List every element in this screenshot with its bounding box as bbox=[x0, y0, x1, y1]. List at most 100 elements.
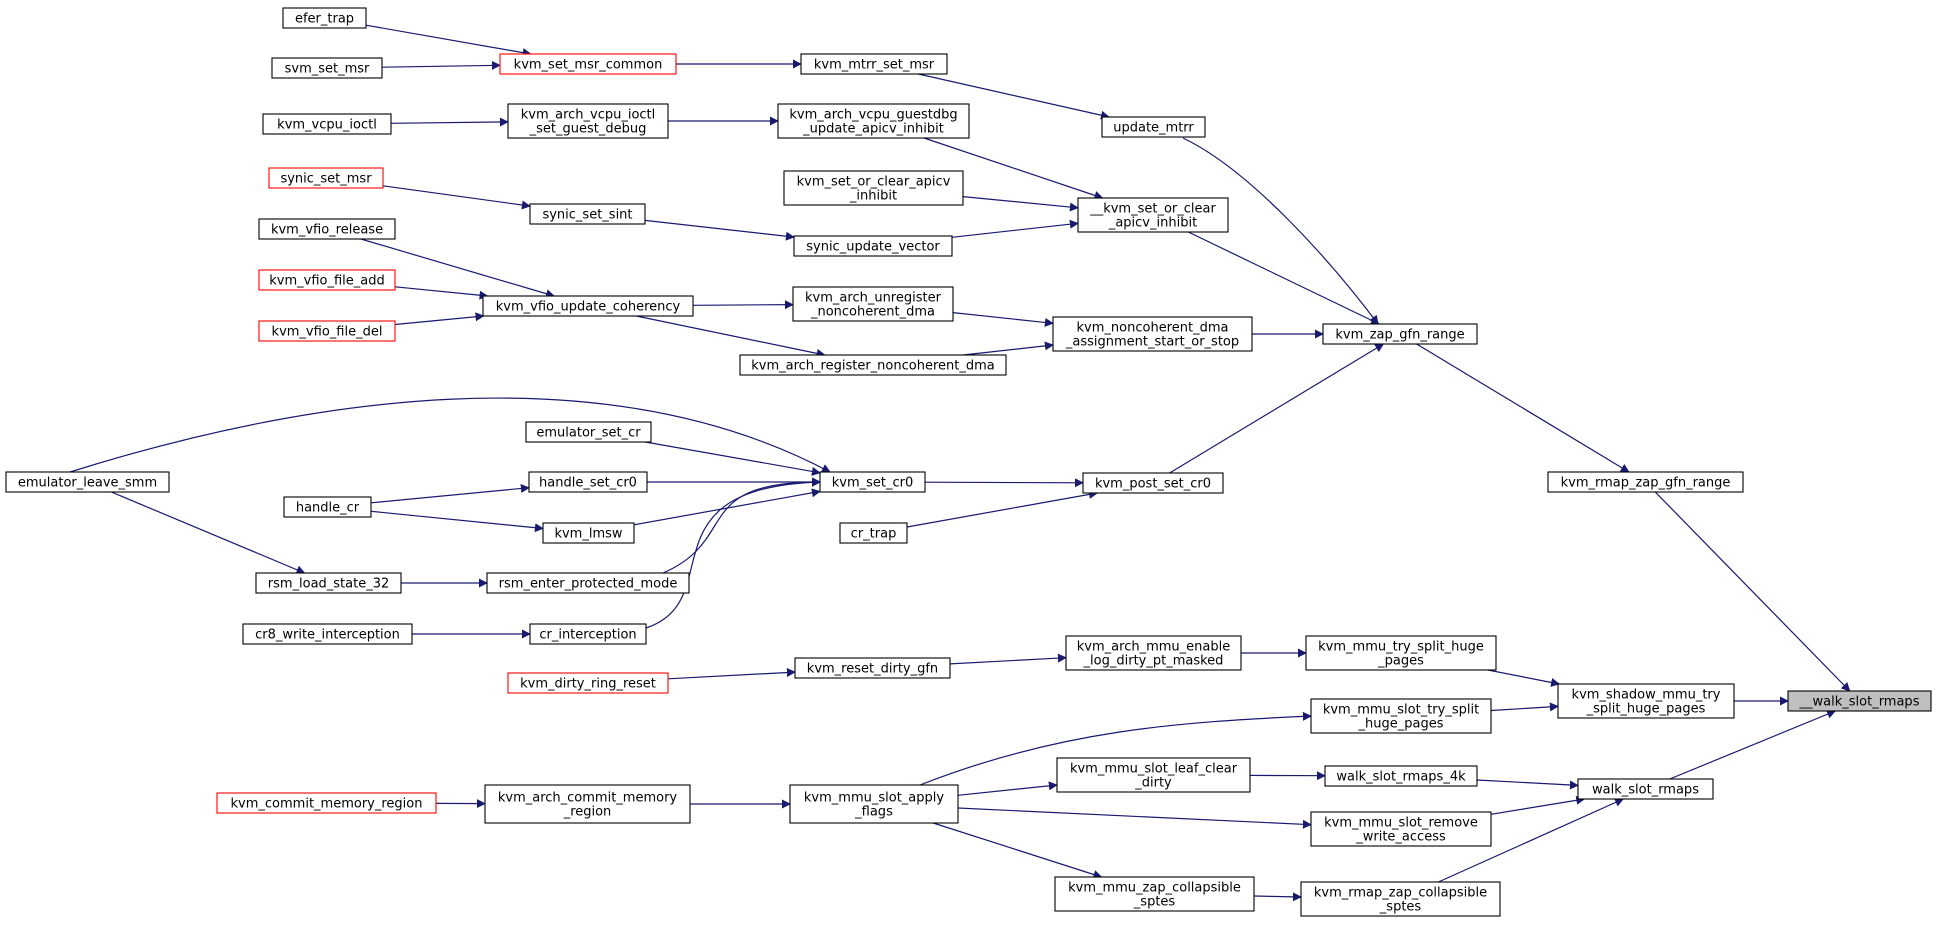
node-label: _split_huge_pages bbox=[1586, 702, 1706, 717]
node-label: cr_trap bbox=[851, 527, 897, 542]
node-label: handle_cr bbox=[296, 501, 360, 516]
node-label: rsm_load_state_32 bbox=[268, 577, 390, 592]
node-kvm-rmap-zap-collapsible-sptes[interactable]: kvm_rmap_zap_collapsible_sptes bbox=[1300, 881, 1501, 917]
node-cr-interception[interactable]: cr_interception bbox=[529, 623, 647, 645]
edge-kvm_arch_vcpu_guestdbg_update_apicv_inhibit-to-__kvm_set_or_clear_apicv_inhibit bbox=[923, 137, 1104, 200]
node-box bbox=[1077, 197, 1229, 233]
node-kvm-arch-register-noncoherent-dma[interactable]: kvm_arch_register_noncoherent_dma bbox=[739, 354, 1007, 376]
edge-kvm_dirty_ring_reset-to-kvm_reset_dirty_gfn bbox=[667, 668, 796, 680]
node-kvm-mmu-slot-remove-write-access[interactable]: kvm_mmu_slot_remove_write_access bbox=[1310, 811, 1492, 847]
node-kvm-vfio-update-coherency[interactable]: kvm_vfio_update_coherency bbox=[482, 295, 694, 317]
node-kvm-commit-memory-region[interactable]: kvm_commit_memory_region bbox=[216, 792, 437, 814]
node-cr8-write-interception[interactable]: cr8_write_interception bbox=[242, 623, 413, 645]
node-box bbox=[507, 103, 669, 139]
node-box bbox=[255, 572, 402, 594]
node-synic-set-msr[interactable]: synic_set_msr bbox=[268, 167, 384, 189]
node-box bbox=[262, 113, 392, 135]
node-box bbox=[484, 784, 691, 824]
node-svm-set-msr[interactable]: svm_set_msr bbox=[271, 57, 383, 79]
node-kvm-mmu-try-split-huge-pages[interactable]: kvm_mmu_try_split_huge_pages bbox=[1305, 635, 1497, 671]
node-handle-cr[interactable]: handle_cr bbox=[283, 496, 372, 518]
node-kvm-arch-commit-memory-region[interactable]: kvm_arch_commit_memory_region bbox=[484, 784, 691, 824]
node-box bbox=[1557, 683, 1735, 719]
node-rsm-enter-protected-mode[interactable]: rsm_enter_protected_mode bbox=[486, 572, 690, 594]
node-label: kvm_set_cr0 bbox=[832, 476, 914, 491]
node-box bbox=[1322, 323, 1478, 345]
node-label: emulator_leave_smm bbox=[18, 476, 157, 491]
node-synic-update-vector[interactable]: synic_update_vector bbox=[793, 235, 953, 257]
node-kvm-dirty-ring-reset[interactable]: kvm_dirty_ring_reset bbox=[507, 672, 669, 694]
edge-kvm_vcpu_ioctl-to-kvm_arch_vcpu_ioctl_set_guest_debug bbox=[390, 117, 509, 127]
node-handle-set-cr0[interactable]: handle_set_cr0 bbox=[528, 471, 648, 493]
node-label: kvm_mmu_slot_remove bbox=[1324, 816, 1478, 831]
node-box bbox=[5, 471, 170, 493]
node-kvm-arch-unregister-noncoherent-dma[interactable]: kvm_arch_unregister_noncoherent_dma bbox=[792, 286, 954, 322]
node-label: _write_access bbox=[1355, 830, 1446, 845]
node-kvm-mmu-slot-try-split-huge-pages[interactable]: kvm_mmu_slot_try_split_huge_pages bbox=[1310, 698, 1492, 734]
node-walk-slot-rmaps[interactable]: walk_slot_rmaps bbox=[1577, 778, 1714, 800]
node-kvm-reset-dirty-gfn[interactable]: kvm_reset_dirty_gfn bbox=[794, 657, 951, 679]
node-label: kvm_vfio_file_add bbox=[269, 274, 385, 289]
node-kvm-zap-gfn-range[interactable]: kvm_zap_gfn_range bbox=[1322, 323, 1478, 345]
node-label: kvm_reset_dirty_gfn bbox=[807, 662, 938, 677]
node-kvm-arch-vcpu-ioctl-set-guest-debug[interactable]: kvm_arch_vcpu_ioctl_set_guest_debug bbox=[507, 103, 669, 139]
node-label: kvm_arch_register_noncoherent_dma bbox=[751, 359, 994, 374]
node-cr-trap[interactable]: cr_trap bbox=[839, 522, 908, 544]
node-kvm-set-cr0[interactable]: kvm_set_cr0 bbox=[819, 471, 926, 493]
edge-kvm_post_set_cr0-to-kvm_zap_gfn_range bbox=[1169, 343, 1385, 474]
node-label: kvm_set_msr_common bbox=[514, 58, 663, 73]
edge-synic_set_sint-to-synic_update_vector bbox=[644, 219, 795, 241]
node-label: kvm_vfio_file_del bbox=[272, 325, 383, 340]
node-label: kvm_post_set_cr0 bbox=[1095, 477, 1211, 492]
node---kvm-set-or-clear-apicv-inhibit[interactable]: __kvm_set_or_clear_apicv_inhibit bbox=[1077, 197, 1229, 233]
node-emulator-set-cr[interactable]: emulator_set_cr bbox=[525, 421, 652, 443]
node-kvm-noncoherent-dma-assignment-start-or-stop[interactable]: kvm_noncoherent_dma_assignment_start_or_… bbox=[1052, 316, 1253, 352]
node-label: kvm_arch_commit_memory bbox=[498, 791, 678, 806]
node-kvm-mmu-slot-apply-flags[interactable]: kvm_mmu_slot_apply_flags bbox=[789, 784, 959, 824]
edge-kvm_mmu_slot_remove_write_access-to-walk_slot_rmaps bbox=[1490, 795, 1586, 815]
node-rsm-load-state-32[interactable]: rsm_load_state_32 bbox=[255, 572, 402, 594]
node-emulator-leave-smm[interactable]: emulator_leave_smm bbox=[5, 471, 170, 493]
edge-kvm_mmu_slot_apply_flags-to-kvm_mmu_slot_remove_write_access bbox=[957, 807, 1312, 829]
node-kvm-rmap-zap-gfn-range[interactable]: kvm_rmap_zap_gfn_range bbox=[1547, 471, 1744, 493]
node-label: _huge_pages bbox=[1358, 717, 1444, 732]
node-kvm-post-set-cr0[interactable]: kvm_post_set_cr0 bbox=[1082, 472, 1224, 494]
node-kvm-mtrr-set-msr[interactable]: kvm_mtrr_set_msr bbox=[800, 53, 948, 75]
node-walk-slot-rmaps-4k[interactable]: walk_slot_rmaps_4k bbox=[1324, 765, 1478, 787]
node-box bbox=[525, 421, 652, 443]
node-kvm-vfio-file-del[interactable]: kvm_vfio_file_del bbox=[258, 320, 396, 342]
edge-handle_cr-to-handle_set_cr0 bbox=[370, 483, 530, 504]
node-label: handle_set_cr0 bbox=[539, 476, 637, 491]
node-kvm-mmu-zap-collapsible-sptes[interactable]: kvm_mmu_zap_collapsible_sptes bbox=[1054, 876, 1255, 912]
node-label: kvm_noncoherent_dma bbox=[1077, 321, 1229, 336]
node-update-mtrr[interactable]: update_mtrr bbox=[1101, 116, 1206, 138]
node-kvm-vfio-file-add[interactable]: kvm_vfio_file_add bbox=[258, 269, 396, 291]
node-label: kvm_vcpu_ioctl bbox=[277, 118, 377, 133]
node-box bbox=[542, 522, 635, 544]
node-label: kvm_mmu_try_split_huge bbox=[1318, 640, 1484, 655]
node-kvm-mmu-slot-leaf-clear-dirty[interactable]: kvm_mmu_slot_leaf_clear_dirty bbox=[1056, 757, 1251, 793]
node-kvm-set-msr-common[interactable]: kvm_set_msr_common bbox=[499, 53, 677, 75]
node-kvm-shadow-mmu-try-split-huge-pages[interactable]: kvm_shadow_mmu_try_split_huge_pages bbox=[1557, 683, 1735, 719]
node-box bbox=[1065, 635, 1242, 671]
node-synic-set-sint[interactable]: synic_set_sint bbox=[529, 203, 646, 225]
node-efer-trap[interactable]: efer_trap bbox=[282, 7, 367, 29]
node-box bbox=[1324, 765, 1478, 787]
edge-svm_set_msr-to-kvm_set_msr_common bbox=[381, 60, 501, 70]
edge-emulator_leave_smm-to-rsm_load_state_32 bbox=[111, 491, 306, 575]
node-walk-slot-rmaps-root[interactable]: __walk_slot_rmaps bbox=[1787, 690, 1932, 712]
node-label: kvm_rmap_zap_collapsible bbox=[1314, 886, 1487, 901]
node-box bbox=[783, 170, 964, 206]
node-kvm-lmsw[interactable]: kvm_lmsw bbox=[542, 522, 635, 544]
node-kvm-set-or-clear-apicv-inhibit[interactable]: kvm_set_or_clear_apicv_inhibit bbox=[783, 170, 964, 206]
node-box bbox=[1577, 778, 1714, 800]
node-box bbox=[499, 53, 677, 75]
node-kvm-vfio-release[interactable]: kvm_vfio_release bbox=[258, 218, 396, 240]
node-label: __walk_slot_rmaps bbox=[1799, 695, 1920, 710]
node-box bbox=[1101, 116, 1206, 138]
node-kvm-arch-vcpu-guestdbg-update-apicv-inhibit[interactable]: kvm_arch_vcpu_guestdbg_update_apicv_inhi… bbox=[777, 103, 970, 139]
node-kvm-vcpu-ioctl[interactable]: kvm_vcpu_ioctl bbox=[262, 113, 392, 135]
node-label: _region bbox=[563, 805, 612, 820]
node-kvm-arch-mmu-enable-log-dirty-pt-masked[interactable]: kvm_arch_mmu_enable_log_dirty_pt_masked bbox=[1065, 635, 1242, 671]
